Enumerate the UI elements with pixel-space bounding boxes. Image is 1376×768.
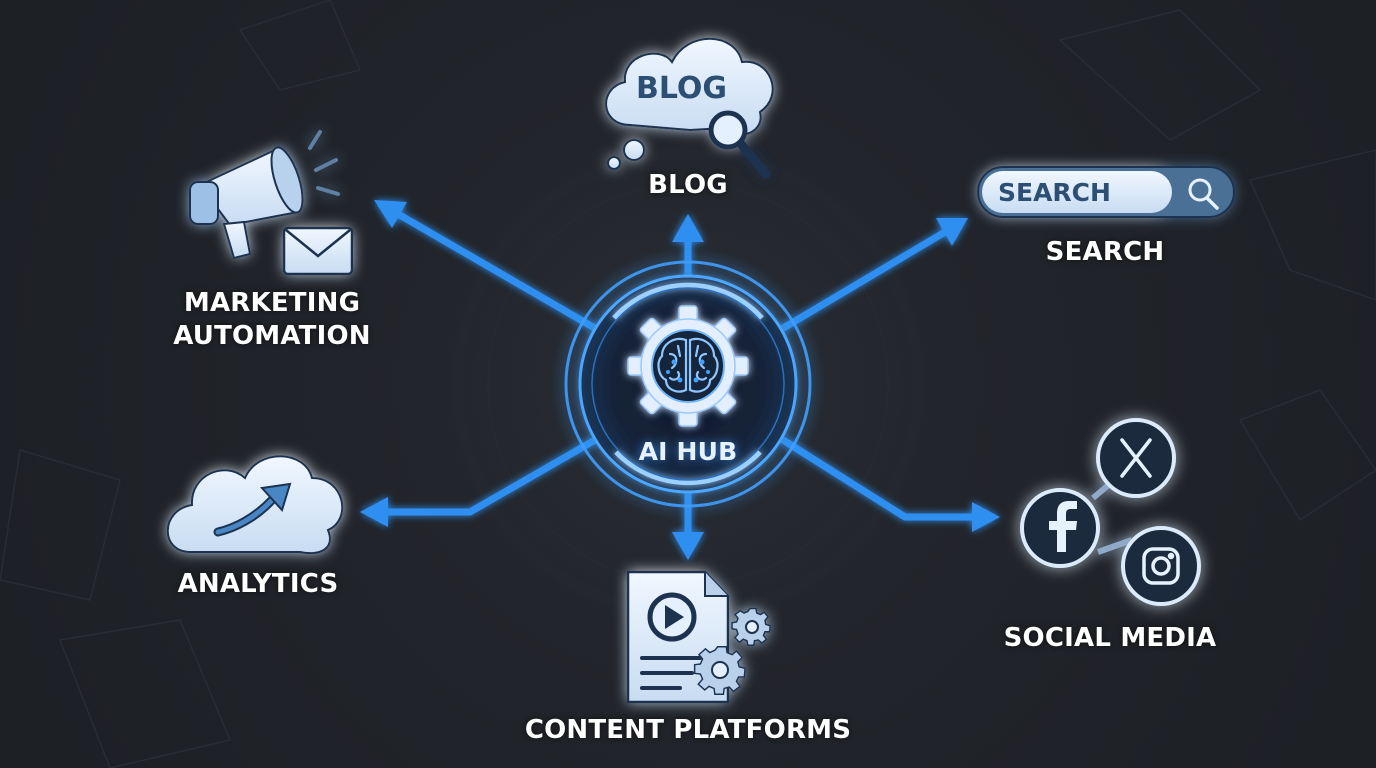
arrow-to-content [672, 481, 704, 560]
search-bar-icon[interactable] [977, 166, 1235, 218]
search-bar-text: SEARCH [998, 178, 1111, 207]
instagram-logo-icon [1142, 547, 1180, 585]
blog-label: BLOG [648, 170, 728, 200]
arrow-to-social [779, 436, 1000, 532]
ai-hub[interactable] [564, 260, 812, 508]
blog-icon-text: BLOG [636, 71, 728, 106]
megaphone-envelope-icon[interactable] [189, 130, 354, 276]
facebook-logo-icon [1049, 501, 1077, 552]
hub-label: AI HUB [638, 437, 738, 466]
video-document-gears-icon[interactable] [626, 570, 772, 704]
analytics-label: ANALYTICS [177, 569, 339, 599]
social-media-label: SOCIAL MEDIA [1003, 623, 1217, 653]
blog-cloud-icon[interactable] [605, 37, 774, 179]
search-label: SEARCH [1045, 237, 1165, 267]
brain-gear-icon [627, 305, 749, 427]
connector-arrows [360, 200, 1000, 560]
cloud-trend-icon[interactable] [166, 455, 344, 555]
arrow-to-blog [672, 214, 704, 289]
arrow-to-analytics [360, 436, 599, 527]
marketing-label-line2: AUTOMATION [173, 321, 371, 351]
content-platforms-label: CONTENT PLATFORMS [524, 715, 852, 745]
arrow-to-search [776, 218, 968, 334]
social-network-icon[interactable] [1020, 418, 1201, 606]
marketing-label-line1: MARKETING [183, 288, 361, 318]
x-logo-icon [1120, 438, 1152, 478]
arrow-to-marketing [374, 200, 602, 334]
